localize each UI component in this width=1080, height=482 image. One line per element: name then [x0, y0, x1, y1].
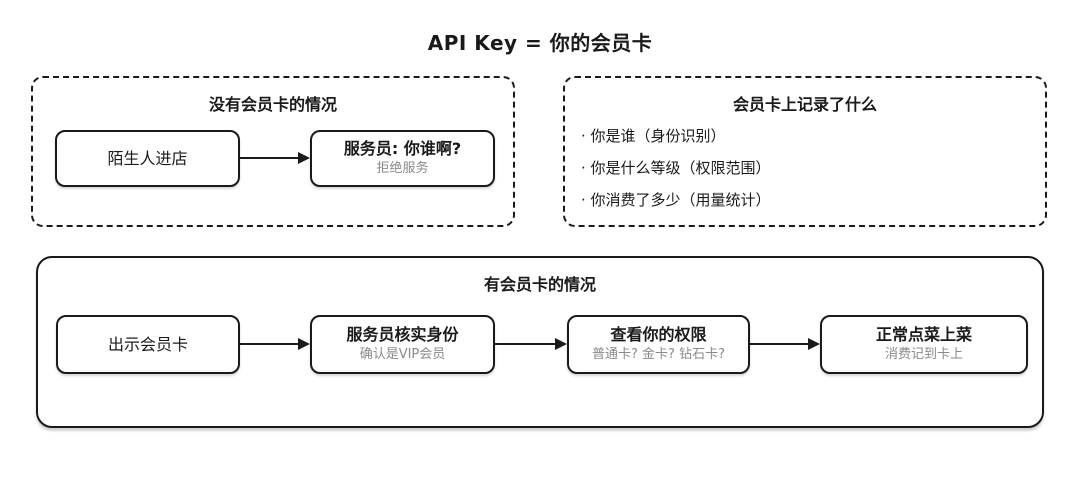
node-check-permissions: 查看你的权限 普通卡? 金卡? 钻石卡? — [567, 315, 750, 374]
node-label: 正常点菜上菜 — [875, 325, 972, 345]
node-label: 查看你的权限 — [610, 325, 707, 345]
node-label: 服务员核实身份 — [346, 325, 459, 345]
node-stranger-enters: 陌生人进店 — [55, 130, 240, 187]
section-no-card: 没有会员卡的情况 陌生人进店 服务员: 你谁啊? 拒绝服务 — [31, 76, 515, 227]
node-sublabel: 确认是VIP会员 — [359, 347, 446, 363]
card-record-item-tier: · 你是什么等级（权限范围） — [581, 159, 771, 177]
node-label: 出示会员卡 — [107, 334, 188, 354]
node-waiter-who-are-you: 服务员: 你谁啊? 拒绝服务 — [310, 130, 495, 187]
flow-arrow-with-card-1 — [240, 338, 310, 350]
node-verify-identity: 服务员核实身份 确认是VIP会员 — [310, 315, 495, 374]
node-sublabel: 消费记到卡上 — [884, 347, 963, 363]
card-record-item-usage: · 你消费了多少（用量统计） — [581, 191, 771, 209]
node-show-card: 出示会员卡 — [56, 315, 240, 374]
card-records-list: · 你是谁（身份识别） · 你是什么等级（权限范围） · 你消费了多少（用量统计… — [581, 120, 1029, 216]
section-with-card: 有会员卡的情况 出示会员卡 服务员核实身份 确认是VIP会员 查看你的权限 普通… — [36, 256, 1044, 428]
card-record-item-identity: · 你是谁（身份识别） — [581, 127, 726, 145]
flow-arrow-no-card-1 — [240, 152, 310, 164]
node-sublabel: 普通卡? 金卡? 钻石卡? — [592, 347, 725, 363]
node-sublabel: 拒绝服务 — [376, 161, 429, 177]
flow-arrow-with-card-3 — [750, 338, 820, 350]
section-with-card-title: 有会员卡的情况 — [483, 275, 596, 294]
node-order-food: 正常点菜上菜 消费记到卡上 — [820, 315, 1028, 374]
node-label: 陌生人进店 — [107, 148, 188, 168]
section-card-records-title: 会员卡上记录了什么 — [732, 95, 877, 114]
flow-arrow-with-card-2 — [495, 338, 567, 350]
node-label: 服务员: 你谁啊? — [343, 139, 462, 159]
diagram-title: API Key = 你的会员卡 — [427, 31, 653, 55]
section-card-records: 会员卡上记录了什么 · 你是谁（身份识别） · 你是什么等级（权限范围） · 你… — [563, 76, 1047, 227]
section-no-card-title: 没有会员卡的情况 — [208, 95, 337, 114]
